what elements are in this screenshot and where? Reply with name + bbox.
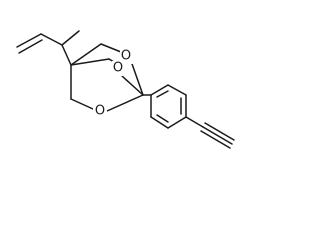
bond-alkyne-triple-3 (200, 130, 231, 149)
bond-methine-bridgehead (61, 44, 72, 66)
bond-ring-inner-3 (156, 114, 169, 123)
structure-canvas: O O O (16, 30, 235, 149)
bond-vinyl-methine (40, 33, 63, 46)
oxygen-upper-bg (120, 49, 133, 64)
bond-ring-4 (167, 116, 187, 129)
oxygen-lower-bg (93, 104, 107, 119)
bond-o-mid-orthoester (121, 75, 144, 96)
bond-ring-inner-1 (156, 90, 169, 98)
oxygen-upper-label: O (121, 49, 131, 64)
bond-vinyl-double-inner (18, 39, 43, 54)
oxygen-lower-label: O (95, 104, 105, 119)
bond-vinyl-double (16, 33, 42, 48)
bond-alkyne-triple-1 (202, 126, 233, 145)
bond-ring-1 (150, 84, 169, 96)
bond-o-lower-orthoester (106, 94, 144, 112)
bond-ch2-c-o-lower (70, 98, 94, 110)
bond-alkyne-triple-2 (204, 122, 235, 141)
bond-bridgehead-ch2-a (70, 43, 102, 66)
bond-ring-2 (167, 84, 187, 96)
bond-ring-5 (150, 116, 169, 129)
bond-methine-methyl (61, 30, 80, 46)
oxygen-mid-label: O (113, 61, 123, 76)
molecule-diagram: O O O (16, 30, 235, 149)
oxygen-mid-bg (112, 61, 125, 76)
bond-o-upper-orthoester (130, 60, 144, 96)
bond-ch2-a-o-upper (100, 43, 122, 53)
bond-bridgehead-ch2-b (70, 58, 110, 66)
bond-aryl-alkyne (185, 116, 204, 128)
